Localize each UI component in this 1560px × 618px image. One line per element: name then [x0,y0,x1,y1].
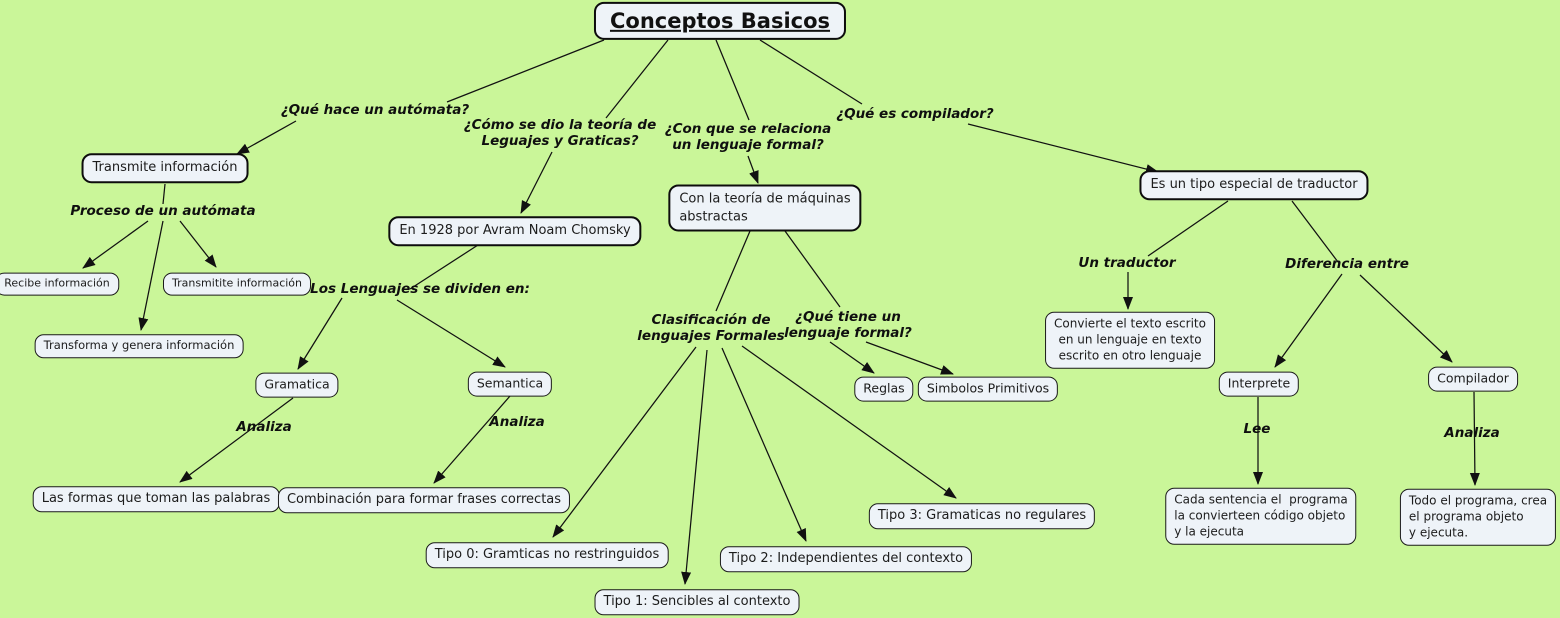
connector-line [552,346,697,538]
concept-teoria-maquinas-abstractas[interactable]: Con la teoría de máquinas abstractas [668,184,862,232]
concept-todo-programa[interactable]: Todo el programa, crea el programa objet… [1399,488,1557,546]
connector-line [433,395,511,484]
connector-line [446,39,605,103]
concept-interprete[interactable]: Interprete [1218,371,1300,397]
concept-gramatica[interactable]: Gramatica [255,372,339,398]
link-label-como-se-dio-teoria[interactable]: ¿Cómo se dio la teoría de Leguajes y Gra… [463,117,657,149]
link-label-que-tiene-lenguaje[interactable]: ¿Qué tiene un lenguaje formal? [784,309,912,341]
link-label-proceso-automata[interactable]: Proceso de un autómata [70,203,256,220]
concept-tipo-2[interactable]: Tipo 2: Independientes del contexto [719,546,973,572]
concept-semantica[interactable]: Semantica [467,371,553,397]
concept-combinacion-frases[interactable]: Combinación para formar frases correctas [277,487,571,513]
connector-line [747,155,759,184]
link-label-analiza-semantica[interactable]: Analiza [489,414,545,431]
connector-line [179,220,217,268]
connector-line [967,123,1159,174]
concept-transmitite-informacion[interactable]: Transmitite información [162,272,312,296]
concept-transforma-genera-informacion[interactable]: Transforma y genera información [34,334,244,358]
concept-formas-palabras[interactable]: Las formas que toman las palabras [32,486,280,512]
connector-line [715,230,751,312]
concept-tipo-3[interactable]: Tipo 3: Gramaticas no regulares [868,503,1096,529]
connector-line [741,345,957,499]
concept-transmite-informacion[interactable]: Transmite información [81,153,249,183]
connector-line [162,183,166,205]
concept-tipo-especial-traductor[interactable]: Es un tipo especial de traductor [1139,170,1369,200]
concept-cada-sentencia[interactable]: Cada sentencia el programa la conviertee… [1165,487,1357,545]
link-label-diferencia-entre[interactable]: Diferencia entre [1285,256,1409,273]
connector-line [1147,200,1229,257]
connector-line [865,341,954,375]
concept-tipo-1[interactable]: Tipo 1: Sencibles al contexto [594,589,800,615]
connector-line [784,230,841,308]
concept-tipo-0[interactable]: Tipo 0: Gramticas no restringuidos [425,542,669,568]
connector-line [138,220,164,331]
connector-line [236,120,297,155]
link-label-con-que-se-relaciona[interactable]: ¿Con que se relaciona un lenguaje formal… [664,121,832,153]
link-label-que-hace-automata[interactable]: ¿Qué hace un autómata? [280,102,470,119]
connector-line [1291,200,1339,263]
connector-line [82,220,149,269]
connector-line [721,347,807,542]
connector-line [1359,274,1453,363]
connector-line [715,39,750,121]
concept-convierte-texto[interactable]: Convierte el texto escrito en un lenguaj… [1045,311,1215,369]
connector-line [520,151,553,214]
connector-line [605,39,669,119]
connector-line [409,244,479,290]
connector-line [759,39,863,105]
link-label-lenguajes-se-dividen[interactable]: Los Lenguajes se dividen en: [310,281,530,298]
connector-line [179,397,294,483]
concept-reglas[interactable]: Reglas [854,376,914,402]
link-label-lee[interactable]: Lee [1243,421,1271,438]
connector-line [1274,273,1343,368]
link-label-clasificacion-lenguajes[interactable]: Clasificación de lenguajes Formales [637,312,785,344]
concept-simbolos-primitivos[interactable]: Simbolos Primitivos [917,376,1059,402]
concept-conceptos-basicos[interactable]: Conceptos Basicos [593,1,847,41]
connector-line [297,297,343,370]
concept-recibe-informacion[interactable]: Recibe información [0,272,119,296]
concept-en-1928-chomsky[interactable]: En 1928 por Avram Noam Chomsky [388,216,642,246]
connector-line [1469,391,1480,486]
concept-compilador[interactable]: Compilador [1428,366,1518,392]
connector-line [681,349,708,585]
link-label-un-traductor[interactable]: Un traductor [1078,255,1176,272]
link-label-analiza-compilador[interactable]: Analiza [1444,425,1500,442]
connector-line [829,341,875,374]
link-label-analiza-gramatica[interactable]: Analiza [236,419,292,436]
connector-line [396,299,506,368]
link-label-que-es-compilador[interactable]: ¿Qué es compilador? [836,106,994,123]
